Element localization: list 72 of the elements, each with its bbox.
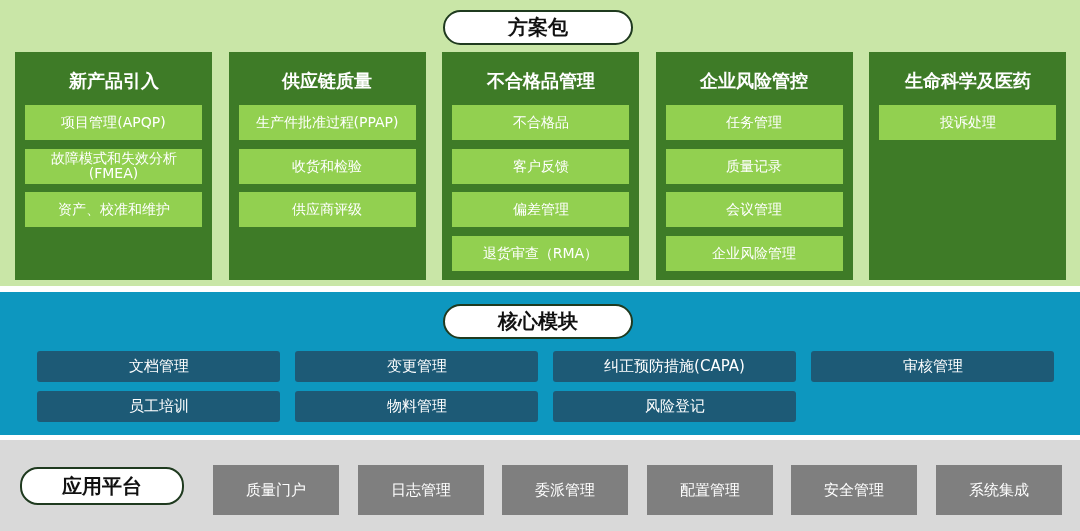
card-title: 企业风险管控 <box>699 69 809 93</box>
card-title: 供应链质量 <box>280 69 373 93</box>
platform-tile <box>502 465 629 515</box>
feature-tile <box>452 236 629 272</box>
tile-label: 配置管理 <box>678 479 741 501</box>
tile-label: 变更管理 <box>385 356 448 377</box>
tile-label: 收货和检验 <box>291 156 363 176</box>
tile-label: 员工培训 <box>127 396 190 417</box>
module-card <box>655 52 853 280</box>
module-tile <box>553 391 796 422</box>
tile-label: 生产件批准过程(PPAP) <box>254 113 400 132</box>
tile-label: 投诉处理 <box>938 113 997 132</box>
feature-tile <box>452 148 629 184</box>
tile-label: 客户反馈 <box>511 156 570 176</box>
section-title: 应用平台 <box>20 467 184 505</box>
module-card <box>442 52 639 280</box>
platform-tile <box>791 465 918 515</box>
tile-label: 物料管理 <box>385 396 448 417</box>
feature-tile <box>452 192 629 228</box>
card-title: 新产品引入 <box>67 69 160 93</box>
platform-tile <box>357 465 484 515</box>
module-tile <box>37 351 280 382</box>
module-tile <box>295 391 538 422</box>
feature-tile <box>879 105 1056 140</box>
module-tile <box>37 391 280 422</box>
feature-tile <box>25 148 202 184</box>
section-band <box>0 292 1080 435</box>
module-tile <box>295 351 538 382</box>
platform-tile <box>936 465 1062 515</box>
feature-tile <box>238 192 416 228</box>
tile-label: 供应商评级 <box>291 200 363 220</box>
tile-label: 不合格品 <box>511 113 570 132</box>
tile-label: 风险登记 <box>643 396 706 417</box>
platform-tile <box>646 465 773 515</box>
tile-label: 审核管理 <box>901 356 964 377</box>
tile-label: 系统集成 <box>968 479 1030 501</box>
feature-tile <box>25 105 202 140</box>
feature-tile <box>665 105 843 140</box>
module-tile <box>553 351 796 382</box>
card-title: 生命科学及医药 <box>903 69 1032 93</box>
feature-tile <box>238 105 416 140</box>
module-tile <box>811 351 1054 382</box>
section-title: 核心模块 <box>443 304 633 339</box>
platform-tile <box>213 465 339 515</box>
tile-label: 纠正预防措施(CAPA) <box>603 356 746 377</box>
tile-label: 退货审查（RMA） <box>481 244 600 264</box>
tile-label: 委派管理 <box>534 479 597 501</box>
tile-label: 企业风险管理 <box>711 244 797 264</box>
section-title: 方案包 <box>443 10 633 45</box>
tile-label: 质量门户 <box>245 479 307 501</box>
tile-label: 资产、校准和维护 <box>56 200 171 220</box>
feature-tile <box>665 192 843 228</box>
tile-label: 项目管理(APQP) <box>60 113 167 132</box>
module-card <box>228 52 426 280</box>
module-card <box>15 52 212 280</box>
feature-tile <box>238 148 416 184</box>
feature-tile <box>452 105 629 140</box>
tile-label: 会议管理 <box>725 200 783 220</box>
tile-label: 故障模式和失效分析(FMEA) <box>49 149 178 184</box>
feature-tile <box>665 148 843 184</box>
tile-label: 质量记录 <box>725 156 783 176</box>
feature-tile <box>665 236 843 272</box>
card-title: 不合格品管理 <box>485 69 596 93</box>
module-card <box>869 52 1066 280</box>
tile-label: 文档管理 <box>127 356 190 377</box>
feature-tile <box>25 192 202 228</box>
tile-label: 任务管理 <box>725 113 783 132</box>
tile-label: 日志管理 <box>389 479 452 501</box>
tile-label: 安全管理 <box>823 479 886 501</box>
section-band <box>0 0 1080 286</box>
section-band <box>0 440 1080 531</box>
tile-label: 偏差管理 <box>511 200 570 220</box>
